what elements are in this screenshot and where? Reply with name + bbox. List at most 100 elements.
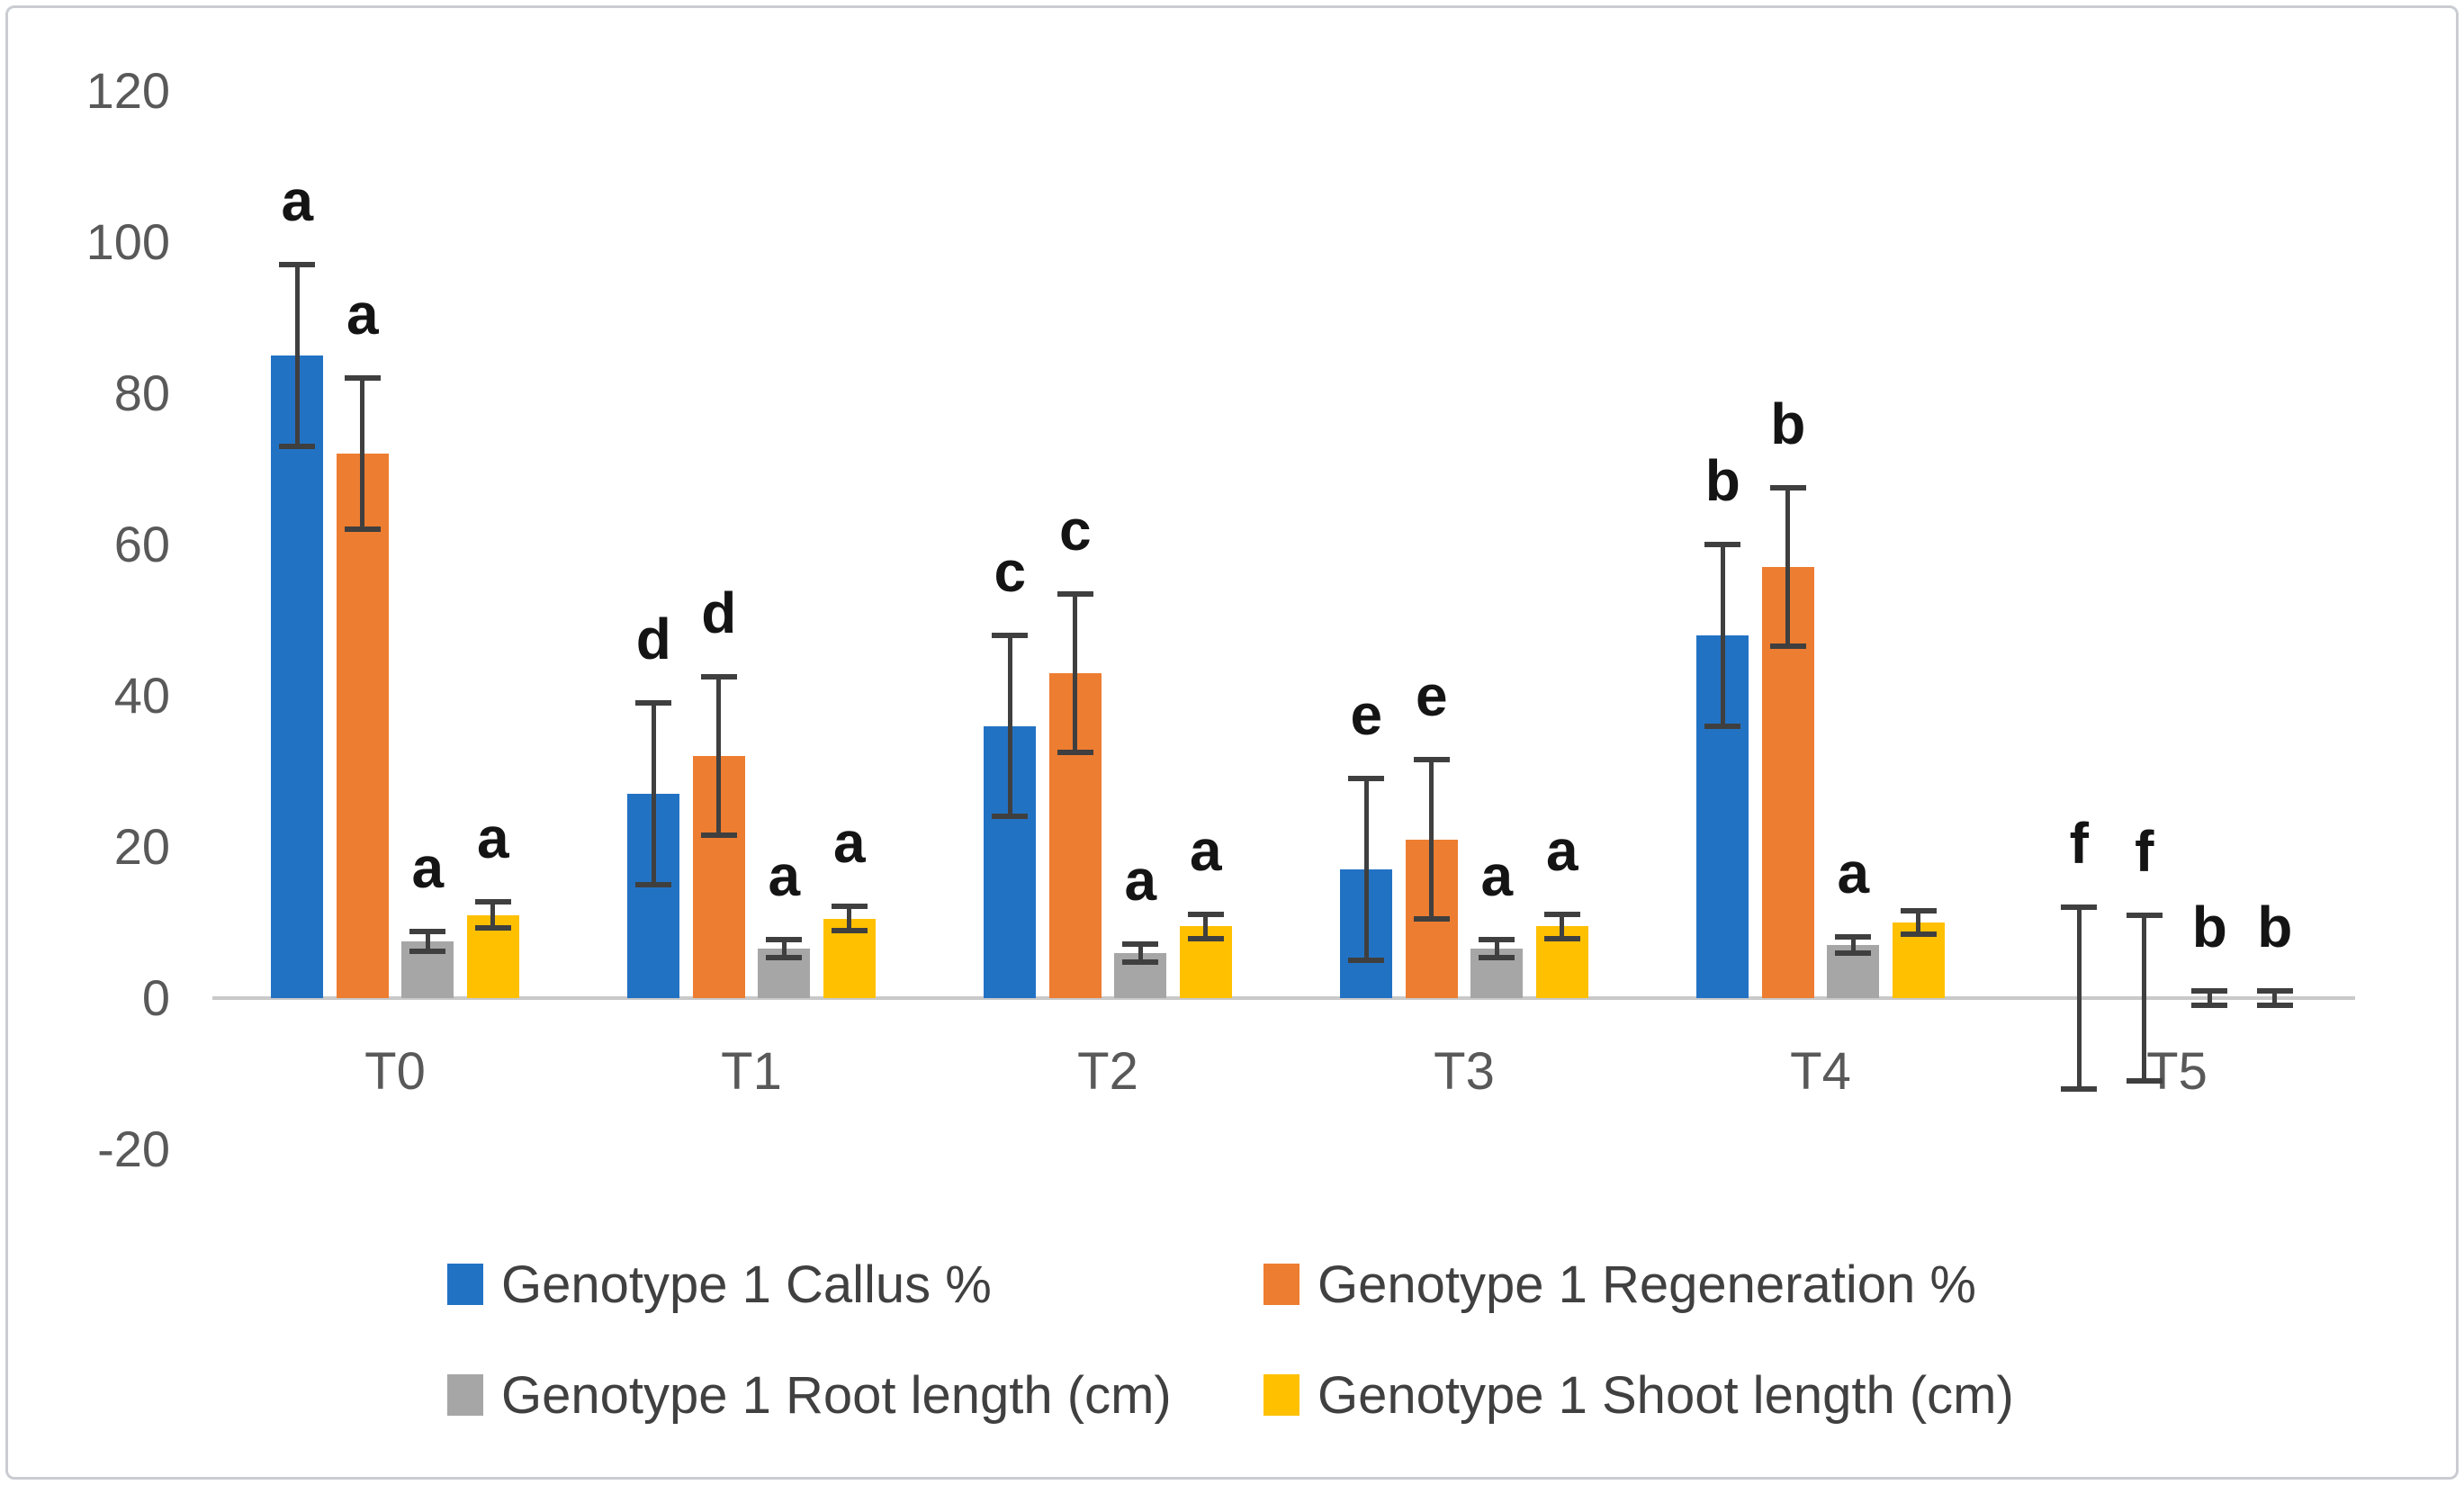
error-bar-cap [2061,1085,2098,1092]
error-bar-cap [1769,485,1806,490]
y-tick-label: 20 [113,818,170,875]
error-bar-cap [1057,590,1093,597]
error-bar-cap [831,928,868,934]
legend-label: Genotype 1 Shoot length (cm) [1317,1365,2014,1425]
y-tick-label: 120 [85,62,170,119]
y-tick-label: 80 [113,364,170,421]
error-bar-cap [1479,937,1515,943]
sig-letter: a [1837,840,1870,905]
error-bar-cap [1479,955,1515,961]
x-category-label: T3 [1434,1042,1495,1101]
error-bar-line [1916,911,1921,934]
error-bar-line [1785,488,1791,647]
error-bar-cap [344,526,381,533]
sig-letter: f [2069,811,2089,877]
legend-item: Genotype 1 Shoot length (cm) [1263,1365,2014,1425]
legend-swatch-blue [447,1264,483,1305]
error-bar-cap [635,882,672,887]
y-tick-label: 0 [141,969,170,1026]
error-bar-cap [2256,1003,2293,1009]
y-tick-label: 100 [85,213,170,270]
sig-letter: d [635,607,671,672]
error-bar-cap [1704,723,1741,729]
x-category-label: T4 [1790,1042,1851,1101]
error-bar-cap [1122,940,1159,947]
error-bar-cap [1348,776,1385,782]
error-bar-cap [279,262,316,268]
sig-letter: d [701,580,737,645]
legend-swatch-orange [1263,1264,1299,1305]
error-bar-cap [2126,912,2163,918]
error-bar-cap [474,899,511,905]
error-bar-cap [1187,935,1224,941]
error-bar-line [1850,936,1856,954]
error-bar-cap [1543,911,1580,917]
error-bar-cap [1543,935,1580,941]
legend-label: Genotype 1 Regeneration % [1317,1255,1976,1314]
error-bar-line [1429,760,1434,919]
error-bar-cap [766,955,803,961]
error-bar-line [1073,593,1078,752]
error-bar-cap [700,674,737,680]
y-tick-label: 40 [113,667,170,724]
sig-letter: a [768,843,801,909]
error-bar-cap [766,937,803,943]
legend-item: Genotype 1 Regeneration % [1263,1255,1976,1314]
error-bar-cap [2191,987,2228,994]
error-bar-line [781,940,787,958]
sig-letter: b [2191,894,2227,959]
error-bar-cap [700,832,737,839]
error-bar-line [847,906,852,932]
error-bar-cap [279,443,316,449]
error-bar-cap [409,929,446,935]
error-bar-line [2272,990,2278,1006]
sig-letter: f [2135,818,2154,884]
sig-letter: a [346,282,379,347]
error-bar-cap [2256,987,2293,994]
error-bar-line [1203,914,1209,939]
error-bar-cap [1835,933,1872,940]
y-tick-label: 60 [113,516,170,572]
error-bar-line [2142,914,2147,1082]
error-bar-cap [344,375,381,382]
error-bar-line [1494,940,1499,958]
sig-letter: a [1480,843,1514,909]
error-bar-line [1363,778,1369,960]
sig-letter: b [1770,392,1806,456]
legend-item: Genotype 1 Root length (cm) [447,1365,1172,1425]
error-bar-cap [1348,958,1385,963]
error-bar-line [651,703,656,885]
error-bar-line [360,378,365,530]
sig-letter: a [1545,817,1578,883]
error-bar-cap [831,904,868,910]
legend-swatch-yellow [1263,1374,1299,1416]
error-bar-line [1138,943,1143,962]
x-category-label: T5 [2146,1042,2208,1101]
error-bar-cap [1057,750,1093,755]
x-category-label: T0 [364,1042,426,1101]
error-bar-line [425,932,430,951]
error-bar-cap [1900,931,1937,937]
error-bar-cap [1769,644,1806,650]
sig-letter: e [1415,663,1448,729]
error-bar-line [294,265,300,446]
sig-letter: c [994,538,1027,604]
sig-letter: a [476,806,509,871]
error-bar-line [1007,634,1012,817]
sig-letter: b [2257,894,2293,959]
sig-letter: a [1124,847,1157,913]
bar-orange-T0 [336,454,389,998]
error-bar-line [1560,914,1565,939]
legend-label: Genotype 1 Root length (cm) [501,1365,1172,1425]
bar-blue-T0 [271,356,324,998]
legend-item: Genotype 1 Callus % [447,1256,992,1314]
error-bar-cap [1122,958,1159,965]
error-bar-cap [1187,911,1224,917]
error-bar-line [716,677,722,836]
sig-letter: a [832,810,866,876]
sig-letter: a [281,168,314,234]
x-axis-line [212,996,2355,1000]
error-bar-cap [1900,908,1937,914]
error-bar-cap [992,814,1029,820]
error-bar-line [490,902,496,928]
